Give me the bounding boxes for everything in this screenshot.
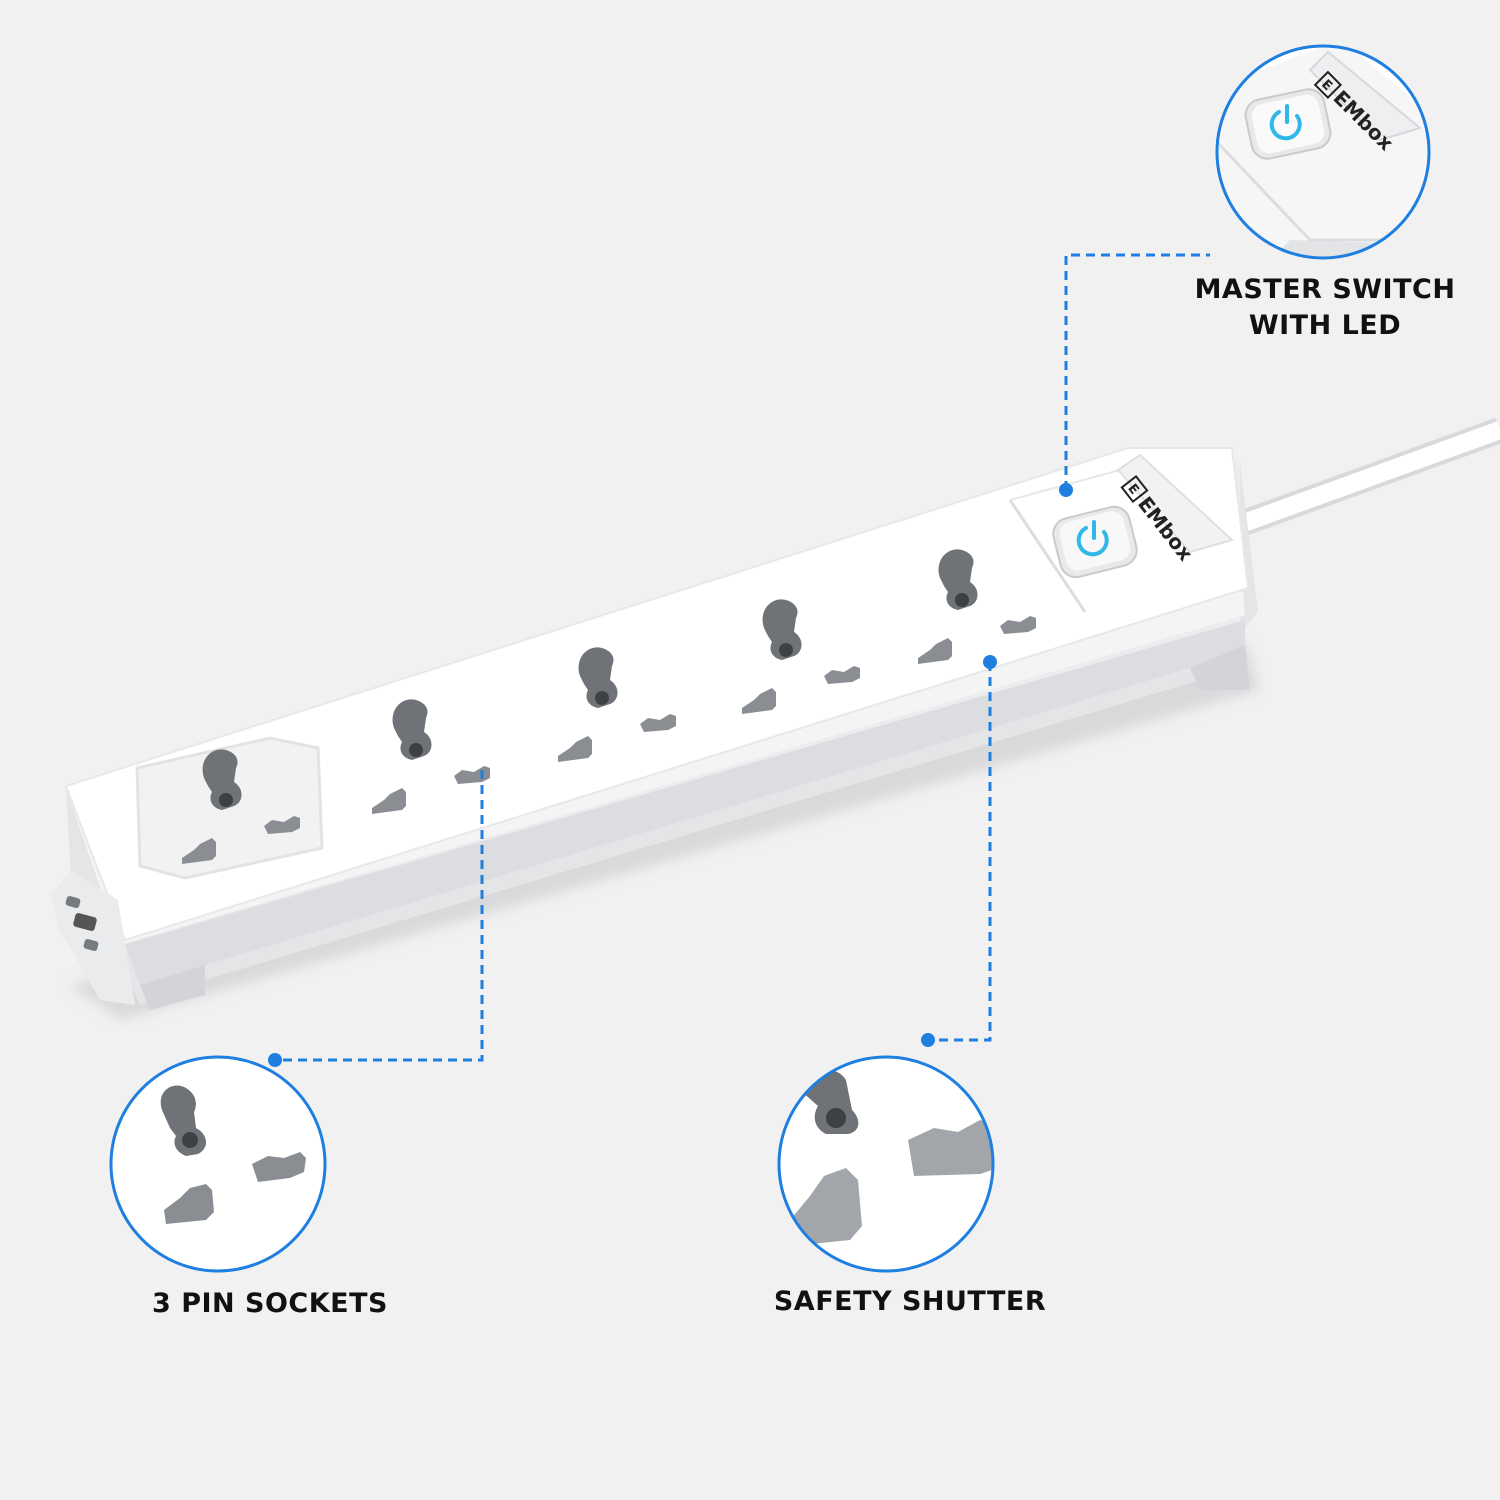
master-switch-label: MASTER SWITCH WITH LED bbox=[1190, 272, 1460, 344]
master-switch-label-line2: WITH LED bbox=[1248, 310, 1402, 341]
power-icon bbox=[1076, 520, 1109, 557]
callout-lines bbox=[275, 253, 1210, 1062]
master-switch-label-line1: MASTER SWITCH bbox=[1194, 274, 1456, 305]
safety-shutter-zoom-circle bbox=[777, 1055, 995, 1273]
callout-dots bbox=[268, 483, 1073, 1067]
safety-shutter-label: SAFETY SHUTTER bbox=[773, 1286, 1047, 1317]
pin-sockets-zoom-circle bbox=[109, 1055, 327, 1273]
pin-sockets-label: 3 PIN SOCKETS bbox=[152, 1288, 388, 1319]
master-switch-zoom-circle: E EMbox bbox=[1215, 44, 1431, 260]
